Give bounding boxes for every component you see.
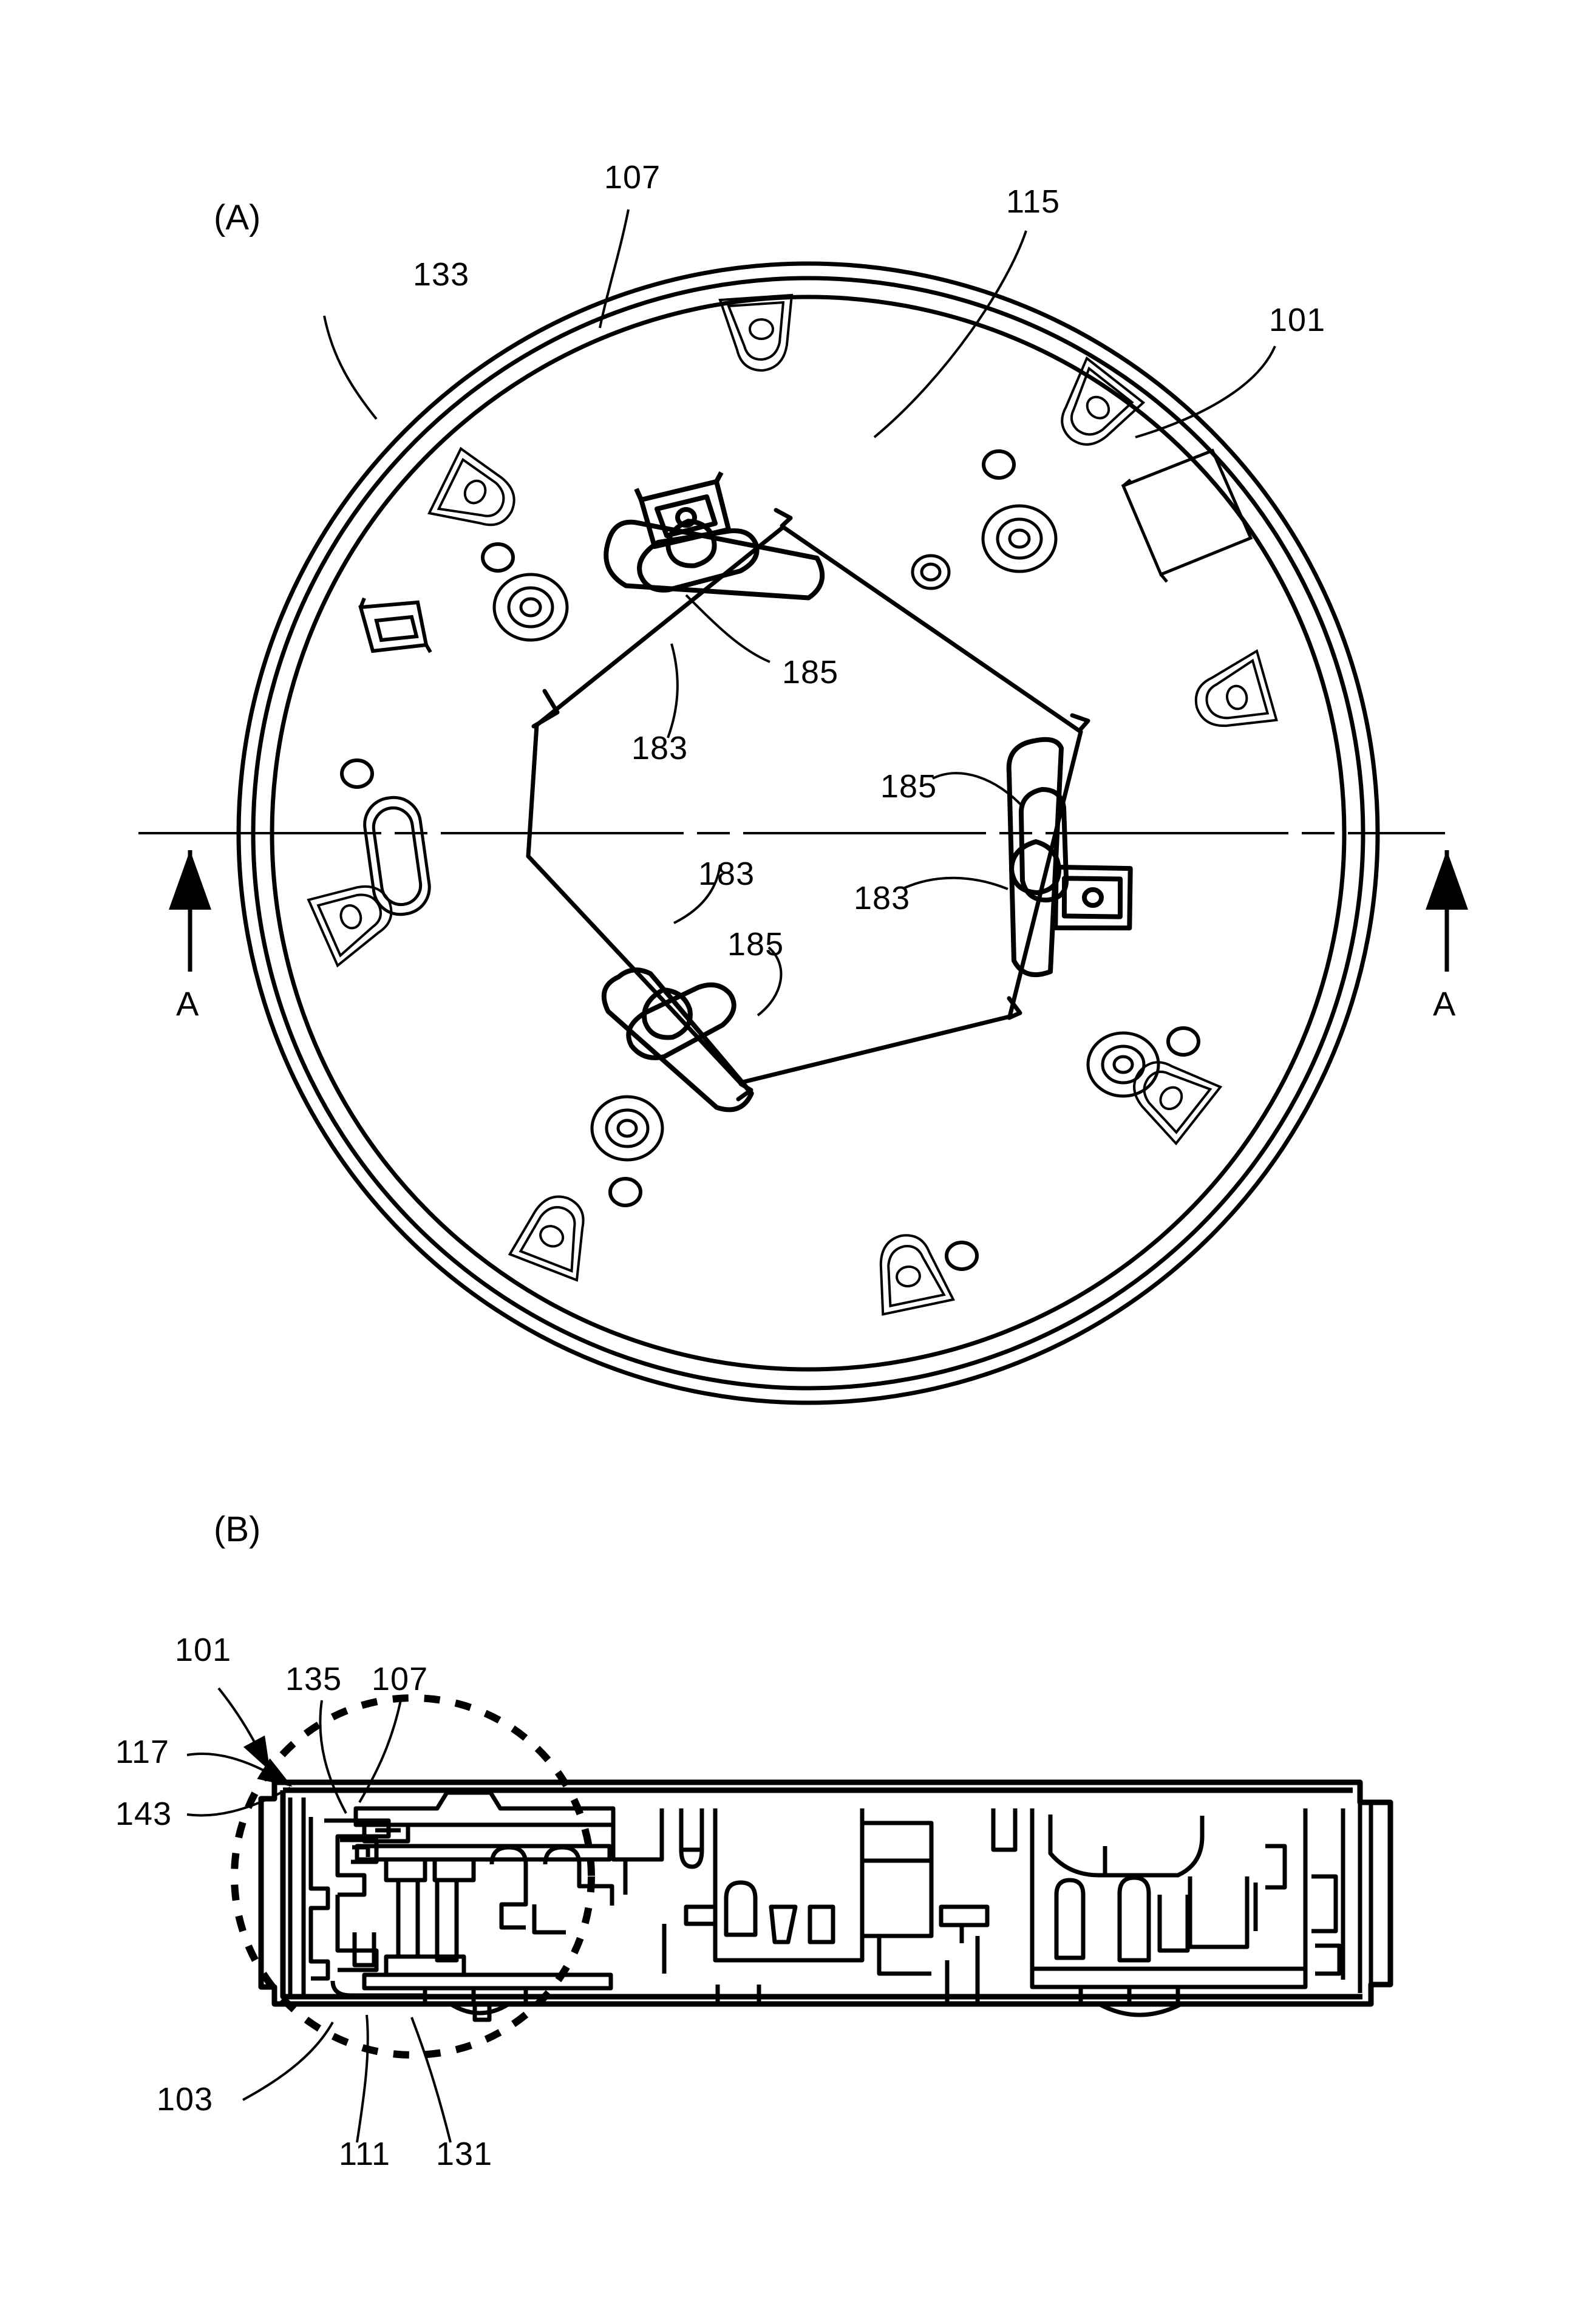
figure-b-left-endcap: [288, 1798, 425, 1998]
ref-a-185-right: 185: [880, 768, 937, 805]
figure-a-terminal-bottom: [601, 967, 754, 1113]
ref-a-185-top: 185: [782, 654, 839, 690]
figure-b-leader-lines: [186, 1687, 452, 2143]
ref-b-117: 117: [115, 1734, 170, 1770]
ref-a-107: 107: [604, 159, 661, 196]
ref-b-143: 143: [115, 1796, 172, 1832]
ref-a-115: 115: [1006, 183, 1061, 220]
figure-a-terminal-right: [1006, 737, 1069, 978]
section-arrow-left-letter: A: [176, 984, 199, 1023]
ref-b-101: 101: [175, 1632, 232, 1668]
ref-a-133: 133: [413, 256, 470, 293]
ref-a-183-bottom: 183: [698, 856, 755, 892]
ref-b-111: 111: [339, 2136, 391, 2172]
ref-b-131: 131: [436, 2136, 493, 2172]
ref-a-183-top: 183: [631, 730, 689, 766]
ref-b-107: 107: [372, 1661, 429, 1697]
figure-a-rect-notch: [1121, 448, 1253, 583]
figure-a-terminal-right-tab: [1053, 864, 1133, 931]
figure-b-center-section: [611, 1808, 990, 2004]
figure-a-oblong-slot: [363, 796, 431, 916]
figure-b-right-mechanism: [991, 1802, 1373, 2017]
ref-a-185-bottom: 185: [727, 926, 784, 963]
figure-b-detail-circle: [231, 1694, 595, 2059]
figure-a-terminal-top-tab: [634, 471, 731, 549]
section-arrow-right-letter: A: [1433, 984, 1456, 1023]
ref-b-135: 135: [285, 1661, 342, 1697]
ref-a-101: 101: [1269, 302, 1326, 338]
ref-b-103: 103: [157, 2081, 214, 2118]
figure-b-label: (B): [214, 1510, 261, 1549]
figure-b-left-mechanism: [352, 1790, 616, 2022]
figure-a-leader-lines: [323, 209, 1276, 1017]
figure-a-label: (A): [214, 198, 261, 237]
ref-a-183-right: 183: [854, 880, 911, 916]
figure-a-bosses: [492, 504, 1160, 1162]
figure-a-holes: [340, 449, 1200, 1271]
figure-a-square-clip: [358, 597, 432, 653]
